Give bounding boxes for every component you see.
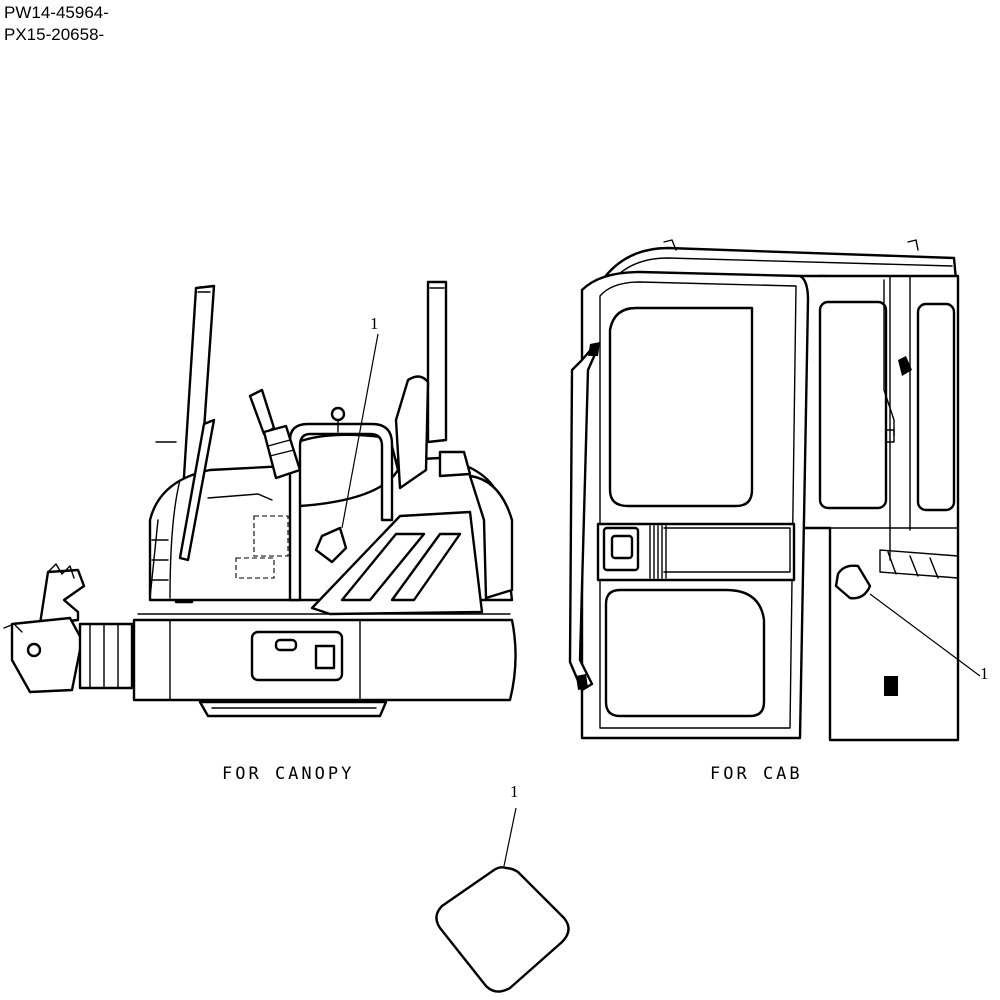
decal-part-detail <box>435 866 570 993</box>
canopy-leader-line <box>341 333 379 529</box>
canopy-caption: FOR CANOPY <box>222 764 355 784</box>
canopy-decal-marker <box>314 526 348 564</box>
detail-leader-line <box>503 807 517 867</box>
serial-range-1: PW14-45964- <box>4 3 109 22</box>
cab-illustration <box>568 239 960 742</box>
cab-caption: FOR CAB <box>710 764 803 784</box>
detail-callout-number: 1 <box>510 782 519 801</box>
serial-number-header: PW14-45964- PX15-20658- <box>4 2 109 46</box>
cab-callout-number: 1 <box>980 664 989 683</box>
cab-decal-marker <box>834 564 872 600</box>
serial-range-2: PX15-20658- <box>4 25 105 44</box>
canopy-callout-number: 1 <box>370 314 379 333</box>
cab-leader-line <box>869 593 981 677</box>
canopy-machine-illustration <box>3 280 517 718</box>
